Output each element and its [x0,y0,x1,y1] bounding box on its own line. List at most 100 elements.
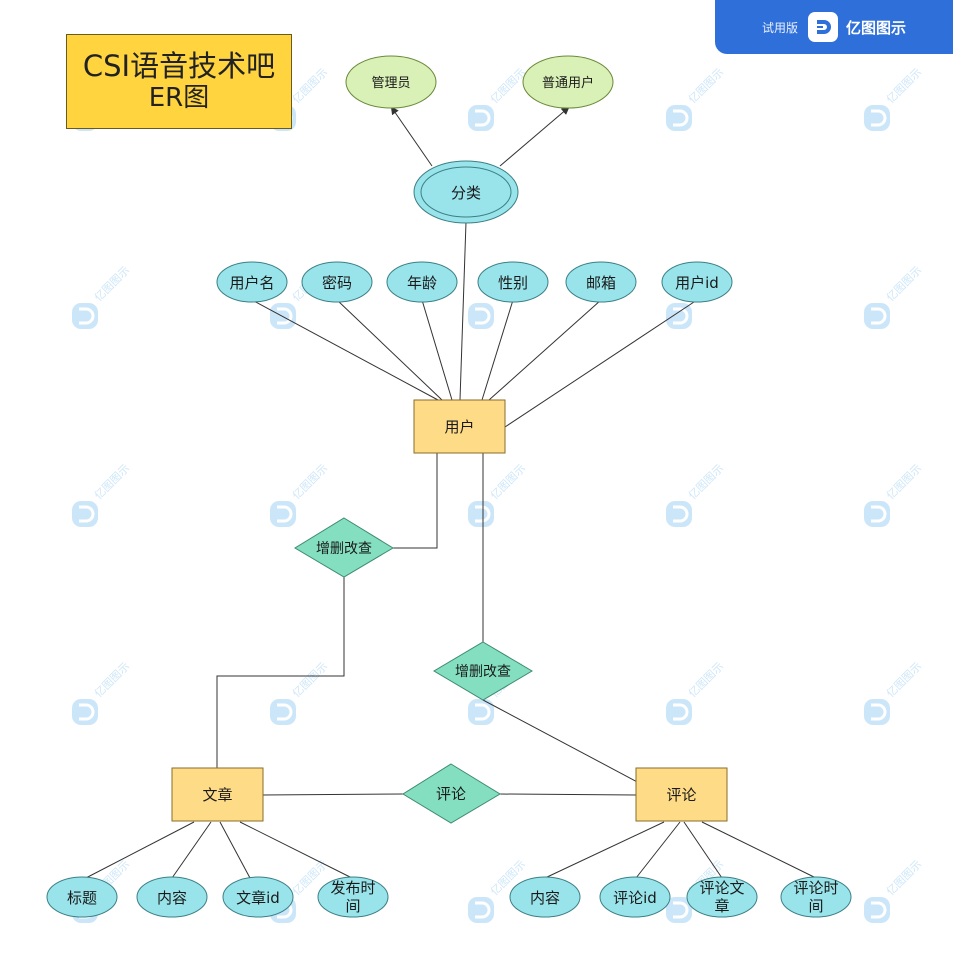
connector-lines [81,106,817,881]
watermark-icon: 亿图图示 [270,462,330,527]
watermark-icon: 亿图图示 [864,660,924,725]
attr-article-content[interactable]: 内容 [136,876,208,918]
watermark-text: 亿图图示 [92,660,132,700]
attr-article-content-label: 内容 [157,889,187,907]
watermark-text: 亿图图示 [92,462,132,502]
watermark-icon: 亿图图示 [666,66,726,131]
attr-comment-id-label: 评论id [613,889,657,907]
edge-category-normal-user [499,106,570,167]
diagram-title-line2: ER图 [148,83,210,114]
attr-article-publish-time-label: 发布时间 [330,879,375,915]
edge-user-id [504,299,698,428]
relationship-comment-label: 评论 [436,785,466,803]
trial-brand-badge[interactable]: 试用版 亿图图示 [715,0,953,54]
category-normal-user[interactable]: 普通用户 [522,55,614,109]
entity-article[interactable]: 文章 [171,767,264,822]
attr-username[interactable]: 用户名 [216,261,288,303]
edge-comment-id [635,821,681,879]
edge-category-user [459,221,467,401]
entity-comment[interactable]: 评论 [635,767,728,822]
relationship-crud-user-comment[interactable]: 增删改查 [433,641,533,701]
attr-article-publish-time[interactable]: 发布时间 [317,876,389,918]
attr-gender-label: 性别 [498,274,528,292]
watermark-text: 亿图图示 [686,660,726,700]
watermark-text: 亿图图示 [686,66,726,106]
attr-gender[interactable]: 性别 [477,261,549,303]
watermark-text: 亿图图示 [686,462,726,502]
edge-comment-time [701,821,817,879]
edge-publish-time [239,821,353,879]
edge-comment-rel-comment [499,793,637,796]
watermark-icon: 亿图图示 [864,66,924,131]
relationship-comment[interactable]: 评论 [402,763,501,824]
attr-article-id-label: 文章id [236,889,280,907]
watermark-icon: 亿图图示 [666,462,726,527]
attr-article-id[interactable]: 文章id [222,876,294,918]
relationship-crud-user-article-label: 增删改查 [316,541,372,557]
attr-password[interactable]: 密码 [301,261,373,303]
attr-age[interactable]: 年龄 [386,261,458,303]
attr-article-title[interactable]: 标题 [46,876,118,918]
watermark-icon: 亿图图示 [468,66,528,131]
watermark-icon: 亿图图示 [864,858,924,923]
attr-email[interactable]: 邮箱 [565,261,637,303]
watermark-text: 亿图图示 [488,462,528,502]
watermark-icon: 亿图图示 [72,660,132,725]
edge-comment-content [544,821,665,879]
category-attribute-label: 分类 [451,184,481,202]
diagram-title-line1: CSI语音技术吧 [82,48,276,83]
category-admin-label: 管理员 [371,76,410,91]
attr-age-label: 年龄 [407,274,437,292]
edge-crud1-article [216,577,345,768]
attr-comment-article-label: 评论文章 [699,879,744,915]
attr-comment-article[interactable]: 评论文章 [686,876,758,918]
attr-comment-content-label: 内容 [530,889,560,907]
watermark-icon: 亿图图示 [468,462,528,527]
attr-comment-id[interactable]: 评论id [599,876,671,918]
category-normal-user-label: 普通用户 [542,75,594,91]
edge-gender [481,299,514,401]
entity-comment-label: 评论 [666,786,696,804]
watermark-icon: 亿图图示 [666,660,726,725]
attr-password-label: 密码 [322,274,352,292]
edge-article-comment-rel [261,793,404,796]
entity-user-label: 用户 [444,418,474,436]
watermark-text: 亿图图示 [290,660,330,700]
attr-username-label: 用户名 [229,274,274,292]
entity-article-label: 文章 [202,786,232,804]
watermark-text: 亿图图示 [884,66,924,106]
relationship-crud-user-article[interactable]: 增删改查 [294,517,394,578]
edge-user-crud1 [393,453,438,549]
brand-name: 亿图图示 [846,18,907,37]
category-admin[interactable]: 管理员 [345,55,437,109]
watermark-text: 亿图图示 [884,660,924,700]
diagram-title-box: CSI语音技术吧 ER图 [66,34,292,129]
attr-user-id[interactable]: 用户id [661,261,733,303]
attr-comment-time[interactable]: 评论时间 [780,876,852,918]
watermark-icon: 亿图图示 [864,462,924,527]
entity-user[interactable]: 用户 [413,399,506,454]
edge-username [251,299,439,401]
trial-label: 试用版 [762,20,799,35]
edraw-logo-icon [808,12,839,42]
attr-comment-time-label: 评论时间 [793,879,838,915]
watermark-icon: 亿图图示 [864,264,924,329]
watermark-text: 亿图图示 [884,264,924,304]
edge-title [81,821,195,881]
category-attribute[interactable]: 分类 [413,160,519,224]
relationship-crud-user-comment-label: 增删改查 [455,664,511,680]
edge-article-id [219,821,251,879]
watermark-text: 亿图图示 [290,462,330,502]
edge-email [488,299,602,401]
edge-category-admin [390,106,433,167]
watermark-text: 亿图图示 [884,858,924,898]
edge-age [421,299,453,401]
edge-password [336,299,443,401]
edge-comment-article [683,821,723,879]
attr-comment-content[interactable]: 内容 [509,876,581,918]
watermark-text: 亿图图示 [92,264,132,304]
watermark-icon: 亿图图示 [72,264,132,329]
watermark-text: 亿图图示 [488,66,528,106]
watermark-icon: 亿图图示 [72,462,132,527]
